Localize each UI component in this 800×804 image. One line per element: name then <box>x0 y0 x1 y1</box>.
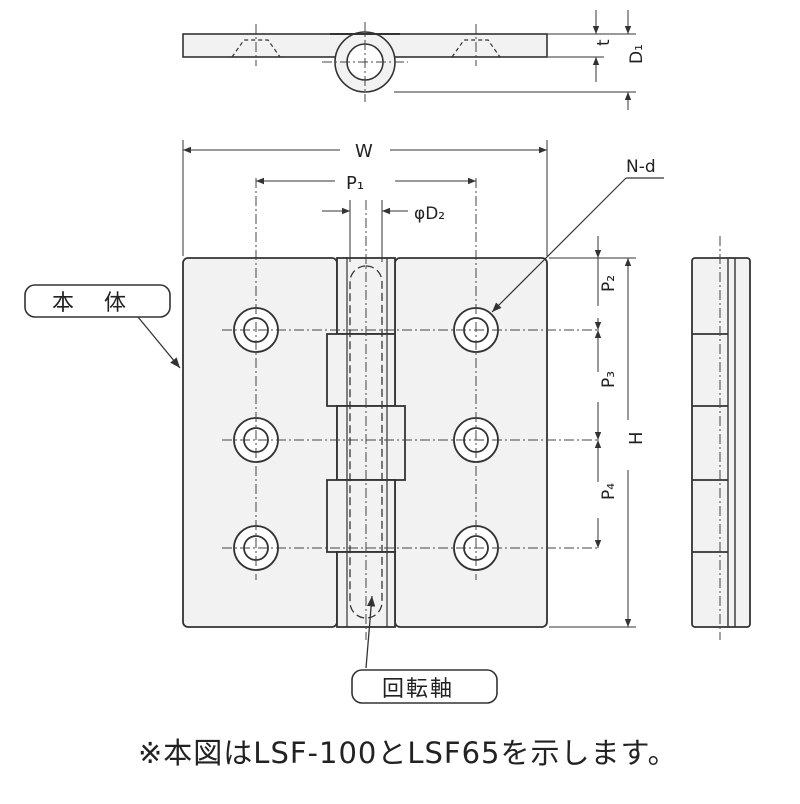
dim-p2-label: P₂ <box>599 275 619 292</box>
dim-d2 <box>322 200 408 262</box>
dim-w <box>182 140 548 256</box>
dim-t-label: t <box>594 39 614 46</box>
pin-label: 回転軸 <box>351 669 498 704</box>
dim-d1-label: D₁ <box>627 44 647 64</box>
screw-holes <box>233 307 499 571</box>
pin-hidden-outline <box>349 265 383 619</box>
knuckle-3 <box>336 405 406 481</box>
knuckle-4 <box>326 479 396 553</box>
pin-label-text: 回転軸 <box>382 677 454 702</box>
dim-vertical <box>549 236 636 628</box>
body-label: 本 体 <box>24 284 171 318</box>
pin-leader <box>365 595 376 669</box>
knuckle-2 <box>326 333 396 407</box>
dim-w-label: W <box>355 141 373 162</box>
footnote: ※本図はLSF-100とLSF65を示します。 <box>138 736 678 770</box>
nd-leader <box>491 177 664 313</box>
dim-d2-label: φD₂ <box>414 204 445 224</box>
dim-h-label: H <box>626 431 647 445</box>
dim-p4-label: P₄ <box>599 483 619 500</box>
side-view-outline <box>691 257 751 628</box>
top-view-countersink-right <box>451 39 501 58</box>
dim-p3-label: P₃ <box>599 371 619 388</box>
top-view-countersink-left <box>231 39 281 58</box>
dim-nd-label: N-d <box>626 157 656 177</box>
dim-p1-label: P₁ <box>346 173 364 194</box>
dim-t-d1 <box>394 10 636 110</box>
side-view <box>691 257 751 628</box>
body-label-text: 本 体 <box>52 291 130 316</box>
body-leader <box>137 316 181 369</box>
